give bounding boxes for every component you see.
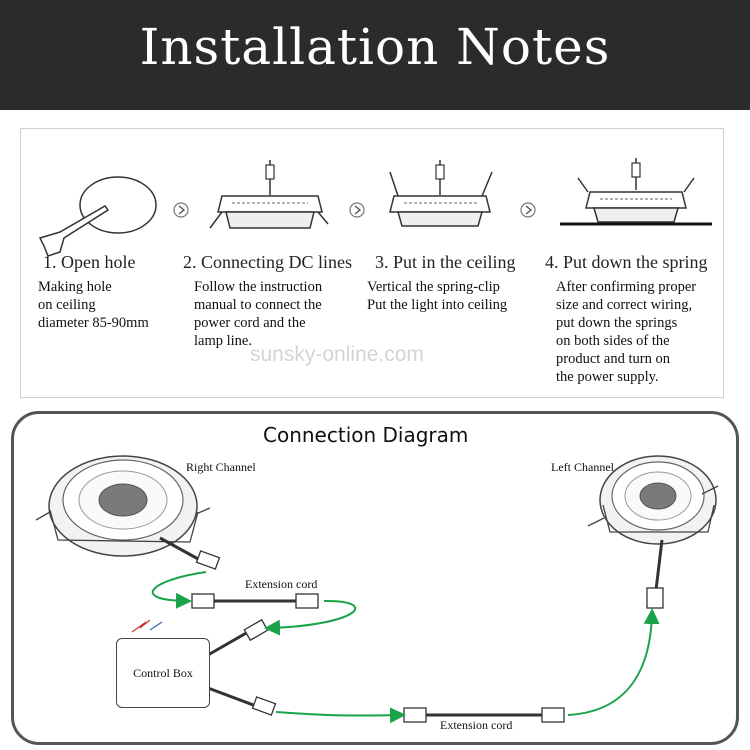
extension-cord-bottom-label: Extension cord	[440, 718, 513, 732]
installation-steps-panel	[20, 128, 724, 398]
open-hole-illustration	[38, 176, 157, 257]
extension-cord-top-label: Extension cord	[245, 577, 318, 591]
step-1-title: 1. Open hole	[43, 252, 136, 272]
step-3-title: 3. Put in the ceiling	[375, 252, 516, 272]
step-1-description: Making hole on ceiling diameter 85-90mm	[38, 279, 149, 331]
connection-arrows	[151, 571, 660, 724]
next-step-arrow-icon	[173, 202, 189, 218]
header-banner: Installation Notes	[0, 0, 750, 110]
left-channel-label: Left Channel	[551, 460, 614, 474]
right-channel-label: Right Channel	[186, 460, 256, 474]
step-4-title: 4. Put down the spring	[545, 252, 708, 272]
put-in-ceiling-illustration	[389, 160, 493, 227]
extension-cord-bottom	[403, 707, 565, 723]
next-step-arrow-icon	[520, 202, 536, 218]
step-3-description: Vertical the spring-clip Put the light i…	[367, 279, 508, 313]
watermark-text: sunsky-online.com	[250, 343, 424, 366]
extension-cord-top	[191, 593, 319, 609]
diagram-title: Connection Diagram	[263, 423, 469, 447]
right-speaker-icon	[35, 455, 211, 557]
step-2-title: 2. Connecting DC lines	[183, 252, 352, 272]
left-speaker-icon	[587, 455, 719, 545]
next-step-arrow-icon	[349, 202, 365, 218]
control-box-label: Control Box	[133, 665, 193, 680]
put-down-spring-illustration	[560, 158, 712, 226]
page-title: Installation Notes	[139, 18, 611, 76]
right-speaker-cable	[159, 536, 221, 570]
left-speaker-cable	[646, 539, 664, 609]
connecting-dc-lines-illustration	[209, 160, 329, 229]
step-2-description: Follow the instruction manual to connect…	[194, 279, 323, 349]
control-box: Control Box	[116, 638, 210, 708]
step-4-description: After confirming proper size and correct…	[556, 279, 697, 385]
